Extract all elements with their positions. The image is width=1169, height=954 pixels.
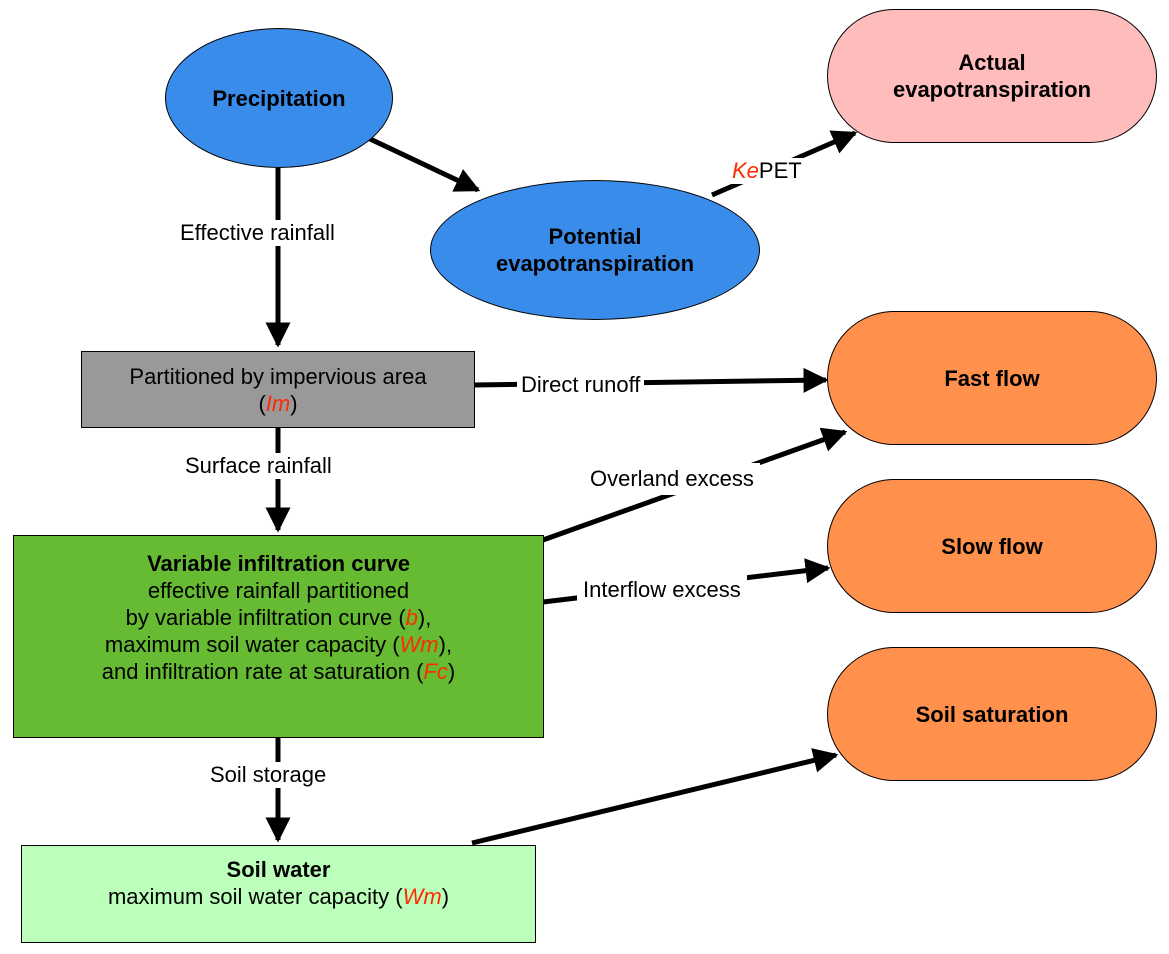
slow-flow-title: Slow flow [941,533,1043,559]
node-precipitation: Precipitation [165,28,393,168]
node-potential-evapotranspiration: Potential evapotranspiration [430,180,760,320]
infiltration-title: Variable infiltration curve [147,551,410,576]
node-soil-water: Soil water maximum soil water capacity (… [21,845,536,943]
label-direct-runoff: Direct runoff [517,372,645,398]
node-fast-flow: Fast flow [827,311,1157,445]
node-impervious-partition: Partitioned by impervious area (Im) [81,351,475,428]
paren-close: ) [290,390,298,416]
paren-open: ( [258,390,266,416]
edge-soil-saturation [471,748,839,846]
param-wm-soil: Wm [402,884,442,909]
line3-text: maximum soil water capacity ( [104,632,400,657]
line4-close: ) [447,659,456,684]
node-soil-saturation: Soil saturation [827,647,1157,781]
infiltration-line3: maximum soil water capacity (Wm), [105,631,452,658]
edge-precip-to-pet [366,135,481,193]
param-im: Im [265,390,291,416]
aet-title-line1: Actual [958,50,1026,75]
label-overland-excess: Overland excess [584,463,760,495]
line3-close: ), [438,632,453,657]
impervious-param-line: (Im) [258,390,297,417]
infiltration-line1: effective rainfall partitioned [147,578,410,603]
line4-text: and infiltration rate at saturation ( [101,659,424,684]
node-slow-flow: Slow flow [827,479,1157,613]
soil-water-title: Soil water [226,857,331,882]
soil-saturation-title: Soil saturation [915,701,1069,727]
param-fc: Fc [423,659,448,684]
param-ke: Ke [732,158,759,183]
pet-title-line1: Potential [548,224,642,249]
infiltration-line2: by variable infiltration curve (b), [126,604,432,631]
label-surface-rainfall: Surface rainfall [181,453,336,479]
aet-title-line2: evapotranspiration [892,77,1092,102]
soil-water-line1: maximum soil water capacity (Wm) [108,883,449,910]
param-wm: Wm [399,632,439,657]
label-kepet: KePET [728,158,806,184]
precipitation-title: Precipitation [212,85,346,111]
node-actual-evapotranspiration: Actual evapotranspiration [827,9,1157,143]
label-soil-storage: Soil storage [206,762,331,788]
soil-water-close: ) [441,884,450,909]
kepet-text: PET [758,158,802,183]
label-effective-rainfall: Effective rainfall [176,220,339,246]
pet-title-line2: evapotranspiration [495,251,695,276]
node-variable-infiltration-curve: Variable infiltration curve effective ra… [13,535,544,738]
line2-text: by variable infiltration curve ( [125,605,406,630]
param-b: b [405,605,418,630]
soil-water-text: maximum soil water capacity ( [107,884,403,909]
label-interflow-excess: Interflow excess [577,575,747,605]
line2-close: ), [417,605,432,630]
infiltration-line4: and infiltration rate at saturation (Fc) [102,658,455,685]
fast-flow-title: Fast flow [944,365,1040,391]
impervious-text: Partitioned by impervious area [129,363,427,389]
